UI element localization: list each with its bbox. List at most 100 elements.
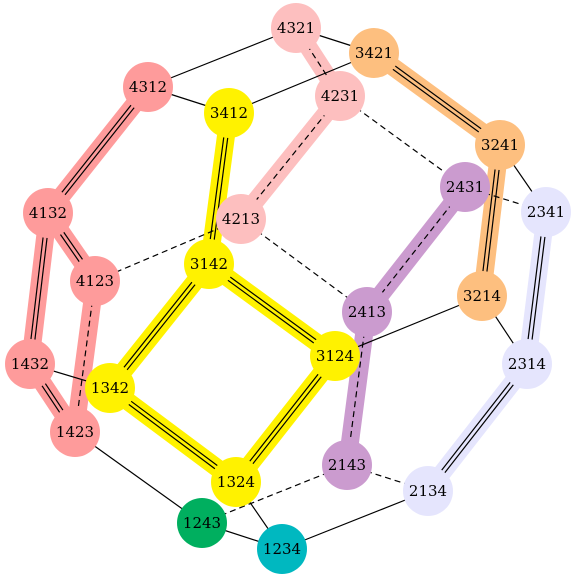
node-circle — [440, 162, 490, 212]
graph-edges — [27, 27, 549, 550]
node-circle — [315, 71, 365, 121]
node-circle — [403, 466, 453, 516]
edge-4132-1432 — [27, 212, 51, 365]
node-circle — [184, 239, 234, 289]
node-label: 4213 — [222, 210, 260, 228]
face-band-4312-4132 — [39, 78, 157, 222]
edge-2431-2413 — [366, 186, 466, 313]
edge-4312-4132 — [45, 85, 151, 215]
node-1432: 1432 — [5, 339, 55, 389]
node-circle — [475, 120, 525, 170]
node-label: 3241 — [481, 136, 519, 154]
edge-1342-1324 — [108, 385, 238, 485]
face-band-2341-2314 — [518, 203, 555, 373]
node-4312: 4312 — [123, 62, 173, 112]
face-band-3412-3142 — [200, 104, 238, 273]
node-circle — [204, 88, 254, 138]
node-4321: 4321 — [271, 3, 321, 53]
face-band-3142-3124 — [200, 255, 344, 365]
node-2134: 2134 — [403, 466, 453, 516]
node-label: 2431 — [446, 178, 484, 196]
node-label: 3412 — [210, 104, 248, 122]
node-circle — [349, 28, 399, 78]
node-2314: 2314 — [502, 339, 552, 389]
node-4132: 4132 — [23, 188, 73, 238]
face-bands — [21, 19, 555, 500]
node-circle — [211, 457, 261, 507]
edge-3241-3214 — [479, 144, 503, 297]
node-circle — [342, 287, 392, 337]
edge-4231-4213 — [240, 95, 341, 220]
node-3241: 3241 — [475, 120, 525, 170]
edge-3421-3412 — [228, 52, 375, 114]
node-circle — [5, 339, 55, 389]
node-circle — [257, 524, 307, 574]
face-band-1342-1324 — [101, 379, 245, 491]
node-circle — [502, 339, 552, 389]
edge-2314-2134 — [425, 362, 530, 493]
node-1423: 1423 — [50, 407, 100, 457]
face-band-3142-1342 — [101, 255, 218, 397]
node-3421: 3421 — [349, 28, 399, 78]
node-circle — [322, 440, 372, 490]
node-label: 4321 — [277, 19, 315, 37]
edge-2134-1234 — [281, 490, 429, 550]
node-label: 3124 — [316, 347, 354, 365]
edge-4213-4123 — [94, 218, 242, 282]
edge-4213-2413 — [240, 218, 368, 313]
node-label: 3214 — [463, 287, 501, 305]
node-label: 2314 — [508, 355, 546, 373]
edge-1423-1243 — [74, 431, 203, 524]
node-circle — [177, 498, 227, 548]
node-2143: 2143 — [322, 440, 372, 490]
node-4213: 4213 — [216, 194, 266, 244]
edge-3421-3241 — [372, 50, 502, 148]
node-label: 2341 — [527, 203, 565, 221]
node-label: 3142 — [190, 255, 228, 273]
edge-2341-2314 — [524, 211, 549, 365]
node-label: 1234 — [263, 540, 301, 558]
node-circle — [50, 407, 100, 457]
node-label: 1342 — [91, 379, 129, 397]
edge-3124-1324 — [233, 354, 338, 484]
node-3412: 3412 — [204, 88, 254, 138]
node-1234: 1234 — [257, 524, 307, 574]
node-label: 4312 — [129, 78, 167, 96]
graph-nodes: 4321 3421 4312 4231 3412 3241 2431 4132 4213 2341… — [5, 3, 571, 574]
node-3124: 3124 — [310, 331, 360, 381]
edge-4321-4312 — [147, 27, 297, 88]
node-circle — [521, 187, 571, 237]
node-4123: 4123 — [70, 256, 120, 306]
node-3142: 3142 — [184, 239, 234, 289]
node-circle — [310, 331, 360, 381]
edge-3412-3142 — [206, 112, 232, 265]
node-4231: 4231 — [315, 71, 365, 121]
node-label: 3421 — [355, 44, 393, 62]
face-band-3421-3241 — [365, 44, 509, 154]
node-label: 1432 — [11, 355, 49, 373]
node-circle — [85, 363, 135, 413]
node-label: 1243 — [183, 514, 221, 532]
edge-4123-1423 — [74, 280, 96, 433]
node-3214: 3214 — [457, 271, 507, 321]
node-label: 2143 — [328, 456, 366, 474]
node-1324: 1324 — [211, 457, 261, 507]
node-2341: 2341 — [521, 187, 571, 237]
node-1342: 1342 — [85, 363, 135, 413]
node-label: 2413 — [348, 303, 386, 321]
node-circle — [23, 188, 73, 238]
node-label: 1324 — [217, 473, 255, 491]
face-band-3124-1324 — [227, 347, 344, 491]
node-2413: 2413 — [342, 287, 392, 337]
edge-3142-1342 — [107, 262, 212, 390]
node-label: 4231 — [321, 87, 359, 105]
edge-2143-1243 — [201, 464, 348, 524]
node-1243: 1243 — [177, 498, 227, 548]
edge-4231-2431 — [339, 95, 466, 188]
face-band-3241-3214 — [473, 136, 509, 305]
edge-3214-3124 — [334, 295, 483, 357]
edge-2413-2143 — [346, 311, 368, 466]
node-label: 4123 — [76, 272, 114, 290]
face-band-2314-2134 — [419, 355, 536, 500]
edge-3142-3124 — [207, 261, 337, 359]
